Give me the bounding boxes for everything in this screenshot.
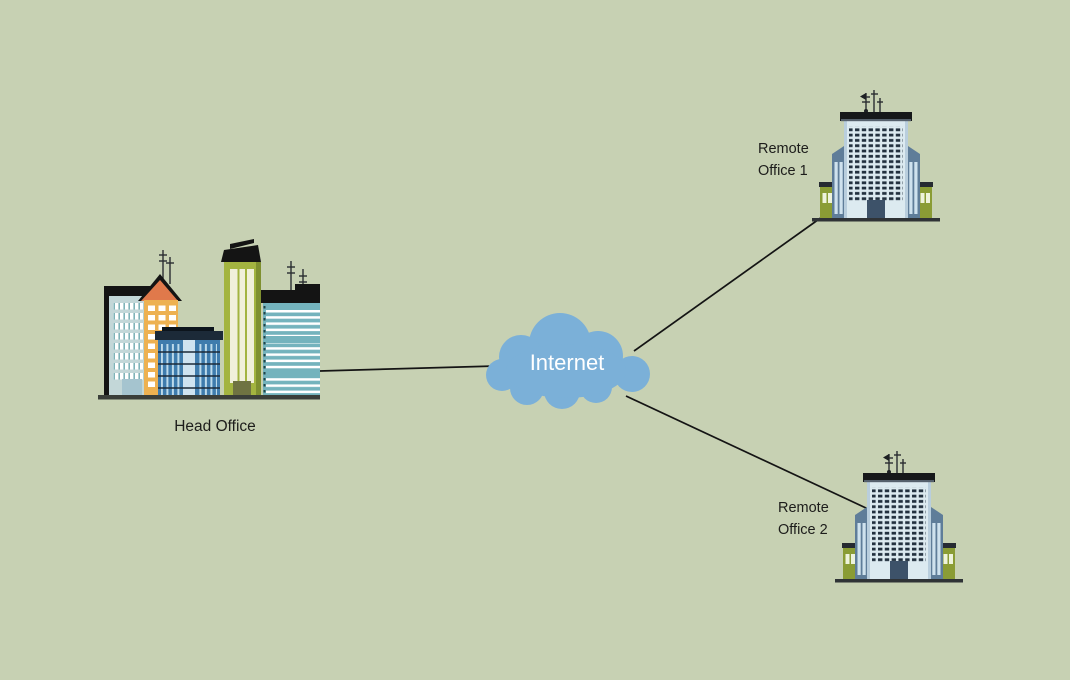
office-building-icon bbox=[834, 450, 964, 584]
remote-office-2-node: Remote Office 2 bbox=[778, 450, 964, 584]
internet-cloud-label: Internet bbox=[530, 350, 605, 375]
connection-head-office-internet bbox=[319, 365, 497, 372]
connection-lines bbox=[319, 211, 867, 509]
internet-cloud-node: Internet bbox=[486, 313, 650, 409]
connection-internet-remote-office-1 bbox=[633, 211, 830, 352]
office-building-icon bbox=[811, 89, 941, 223]
head-office-node: Head Office bbox=[98, 239, 320, 435]
cloud-icon bbox=[486, 313, 650, 409]
city-buildings-icon bbox=[98, 239, 320, 400]
remote-office-1-label-line2: Office 1 bbox=[758, 163, 808, 179]
remote-office-1-node: Remote Office 1 bbox=[758, 89, 941, 223]
head-office-label: Head Office bbox=[174, 418, 256, 435]
connection-internet-remote-office-2 bbox=[625, 395, 867, 509]
remote-office-2-label-line2: Office 2 bbox=[778, 522, 828, 538]
remote-office-2-label-line1: Remote bbox=[778, 500, 829, 516]
remote-office-1-label-line1: Remote bbox=[758, 141, 809, 157]
